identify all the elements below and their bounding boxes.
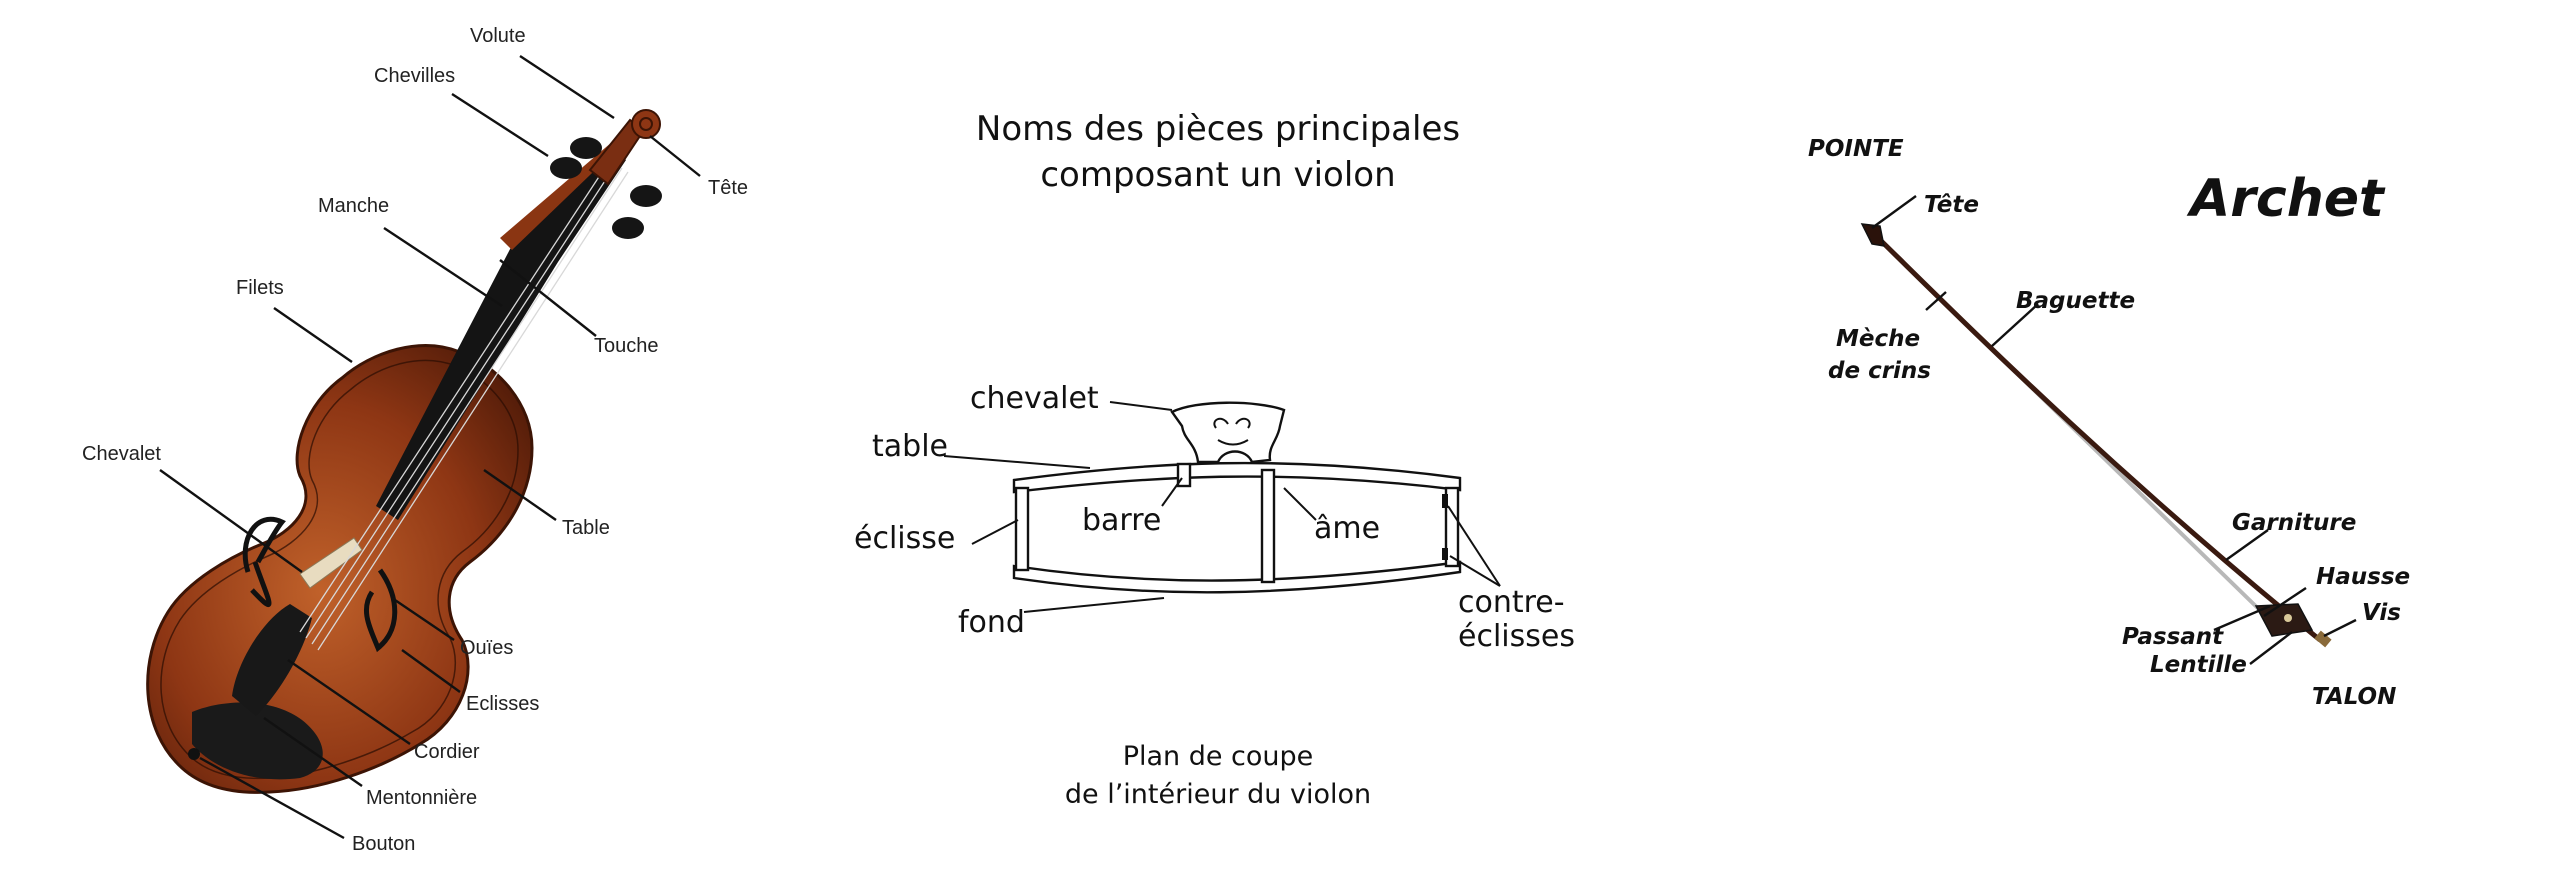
label-bow-passant: Passant: [2122, 624, 2224, 650]
label-bow-pointe: POINTE: [1808, 136, 1904, 162]
label-bow-garniture: Garniture: [2232, 510, 2356, 536]
main-title: Noms des pièces principales composant un…: [976, 109, 1460, 195]
label-chevalet: Chevalet: [82, 443, 161, 465]
label-section-fond: fond: [958, 605, 1025, 640]
caption-line-2: de l’intérieur du violon: [1065, 779, 1371, 810]
bow-title: Archet: [2186, 169, 2386, 229]
bow-screw: [2314, 630, 2332, 648]
label-bow-baguette: Baguette: [2016, 288, 2135, 314]
label-bow-hausse: Hausse: [2316, 564, 2410, 590]
scroll-inner: [639, 117, 653, 131]
tailpiece: [232, 604, 312, 716]
bridge: [1170, 401, 1286, 464]
cross-section-diagram: [1012, 401, 1462, 594]
label-section-barre: barre: [1082, 503, 1161, 538]
label-section-table: table: [872, 429, 948, 464]
frog-eye: [2284, 614, 2292, 622]
rib-left: [1014, 486, 1030, 572]
label-section-eclisse: éclisse: [854, 521, 955, 556]
label-section-contre-1: contre-: [1458, 585, 1565, 620]
label-chevilles: Chevilles: [374, 65, 455, 87]
label-bow-meche-1: Mèche: [1836, 326, 1920, 352]
label-bow-vis: Vis: [2362, 600, 2401, 626]
title-line-1: Noms des pièces principales: [976, 109, 1460, 149]
title-line-2: composant un violon: [1040, 155, 1395, 195]
caption-line-1: Plan de coupe: [1123, 741, 1314, 772]
end-button: [188, 748, 200, 760]
purfling-line: [160, 359, 519, 780]
label-section-contre-2: éclisses: [1458, 619, 1575, 654]
label-section-chevalet: chevalet: [970, 381, 1099, 416]
top-plate: [1012, 461, 1462, 494]
bow-leader-lines: [1871, 195, 2357, 665]
label-mentonniere: Mentonnière: [366, 787, 477, 809]
sound-post: [1260, 468, 1276, 584]
chinrest: [192, 702, 323, 780]
label-bow-talon: TALON: [2312, 684, 2396, 710]
label-bouton: Bouton: [352, 833, 415, 855]
pegs: [550, 137, 662, 239]
label-ouies: Ouïes: [460, 637, 513, 659]
lining-right-bottom: [1442, 548, 1448, 560]
violin-labels: Volute Chevilles Tête Manche Touche File…: [82, 25, 748, 855]
bow-labels: Archet POINTE Tête Baguette Mèche de cri…: [1808, 136, 2410, 710]
cross-section-caption: Plan de coupe de l’intérieur du violon: [1065, 741, 1371, 810]
lining-right-top: [1442, 494, 1448, 508]
label-filets: Filets: [236, 277, 284, 299]
bridge-piece: [299, 537, 363, 589]
strings: [299, 159, 629, 651]
label-tete: Tête: [708, 177, 748, 199]
scroll: [631, 109, 661, 139]
back-plate: [1012, 560, 1462, 594]
violin-illustration: [146, 109, 662, 794]
bow-stick: [1866, 226, 2322, 642]
label-table: Table: [562, 517, 610, 539]
label-eclisses: Eclisses: [466, 693, 539, 715]
cross-section-leader-lines: [943, 401, 1501, 613]
label-manche: Manche: [318, 195, 389, 217]
f-hole-right: [364, 568, 398, 653]
label-bow-lentille: Lentille: [2150, 652, 2247, 678]
neck: [500, 142, 616, 250]
label-touche: Touche: [594, 335, 659, 357]
violin-leader-lines: [159, 54, 701, 840]
cross-section-labels: chevalet table éclisse barre âme fond co…: [854, 381, 1575, 654]
f-hole-left: [242, 517, 286, 607]
label-volute: Volute: [470, 25, 526, 47]
fingerboard: [376, 148, 626, 520]
label-section-ame: âme: [1314, 511, 1380, 546]
label-cordier: Cordier: [414, 741, 480, 763]
bridge-carving: [1213, 417, 1251, 446]
label-bow-meche-2: de crins: [1828, 358, 1931, 384]
label-bow-tete: Tête: [1924, 192, 1979, 218]
